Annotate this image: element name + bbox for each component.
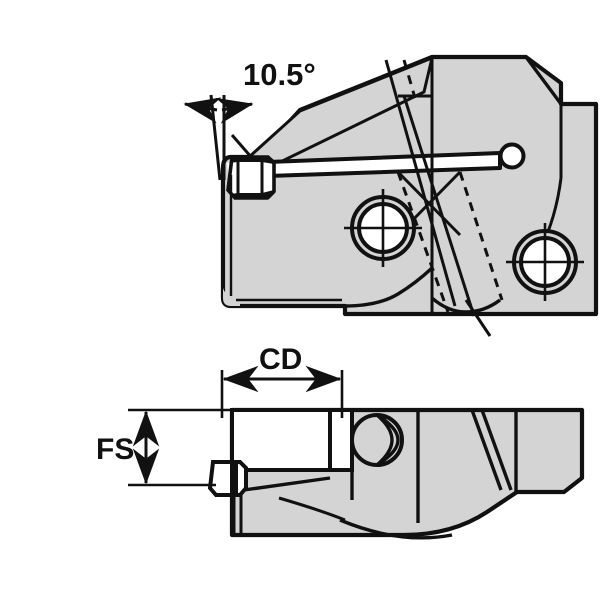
- insert-lead-line: [230, 134, 254, 159]
- fs-dimension: FS: [96, 408, 236, 487]
- cd-dimension-label: CD: [259, 343, 302, 376]
- hidden-line-1: [402, 59, 417, 99]
- hidden-line-2: [396, 171, 450, 313]
- construction-line-diagonal-1: [384, 59, 457, 307]
- lower-cutting-insert: [207, 460, 248, 497]
- construction-line-diagonal-2: [402, 95, 476, 317]
- lower-chamfer-line-2: [480, 409, 513, 491]
- counterbored-mounting-hole-right: [506, 223, 584, 301]
- insert-inner-face: [238, 162, 262, 193]
- lower-chamfer-line-1: [470, 409, 503, 491]
- bottom-relief-curve: [344, 266, 434, 308]
- bottom-notch-lead-line: [464, 299, 492, 337]
- lower-front-face-block: [230, 408, 332, 472]
- lower-relief-curve-2: [278, 496, 346, 522]
- counterbored-mounting-hole-left: [344, 189, 422, 267]
- left-corner-fillet: [223, 288, 240, 306]
- angle-arrow-left: [183, 97, 222, 124]
- lower-front-elevation-view: CD FS: [96, 343, 585, 540]
- lower-front-face-block-2: [328, 408, 354, 472]
- angle-dimension-label: 10.5°: [243, 57, 316, 92]
- lower-end-chamfer: [562, 476, 584, 494]
- lower-insert-outline: [207, 460, 248, 497]
- insert-outline: [226, 155, 276, 200]
- lower-insert-edge-dark: [230, 464, 238, 493]
- clamp-slot-end-hole: [498, 142, 526, 170]
- bottom-notch-curve: [430, 296, 502, 314]
- coolant-hole-crescent: [375, 413, 400, 467]
- upper-side-elevation-view: 10.5°: [183, 54, 599, 337]
- angle-arrow-right: [215, 97, 254, 124]
- lower-relief-curve: [339, 518, 453, 540]
- fs-dimension-label: FS: [96, 433, 134, 466]
- cd-dimension: CD: [220, 343, 344, 418]
- lower-taper-line-bottom: [243, 476, 331, 492]
- hidden-line-3: [458, 171, 504, 301]
- insert-right-flank: [262, 162, 274, 193]
- right-chamfer-line: [524, 55, 563, 106]
- angle-dimension-10-5-degrees: 10.5°: [183, 57, 316, 181]
- coolant-hole: [350, 413, 404, 467]
